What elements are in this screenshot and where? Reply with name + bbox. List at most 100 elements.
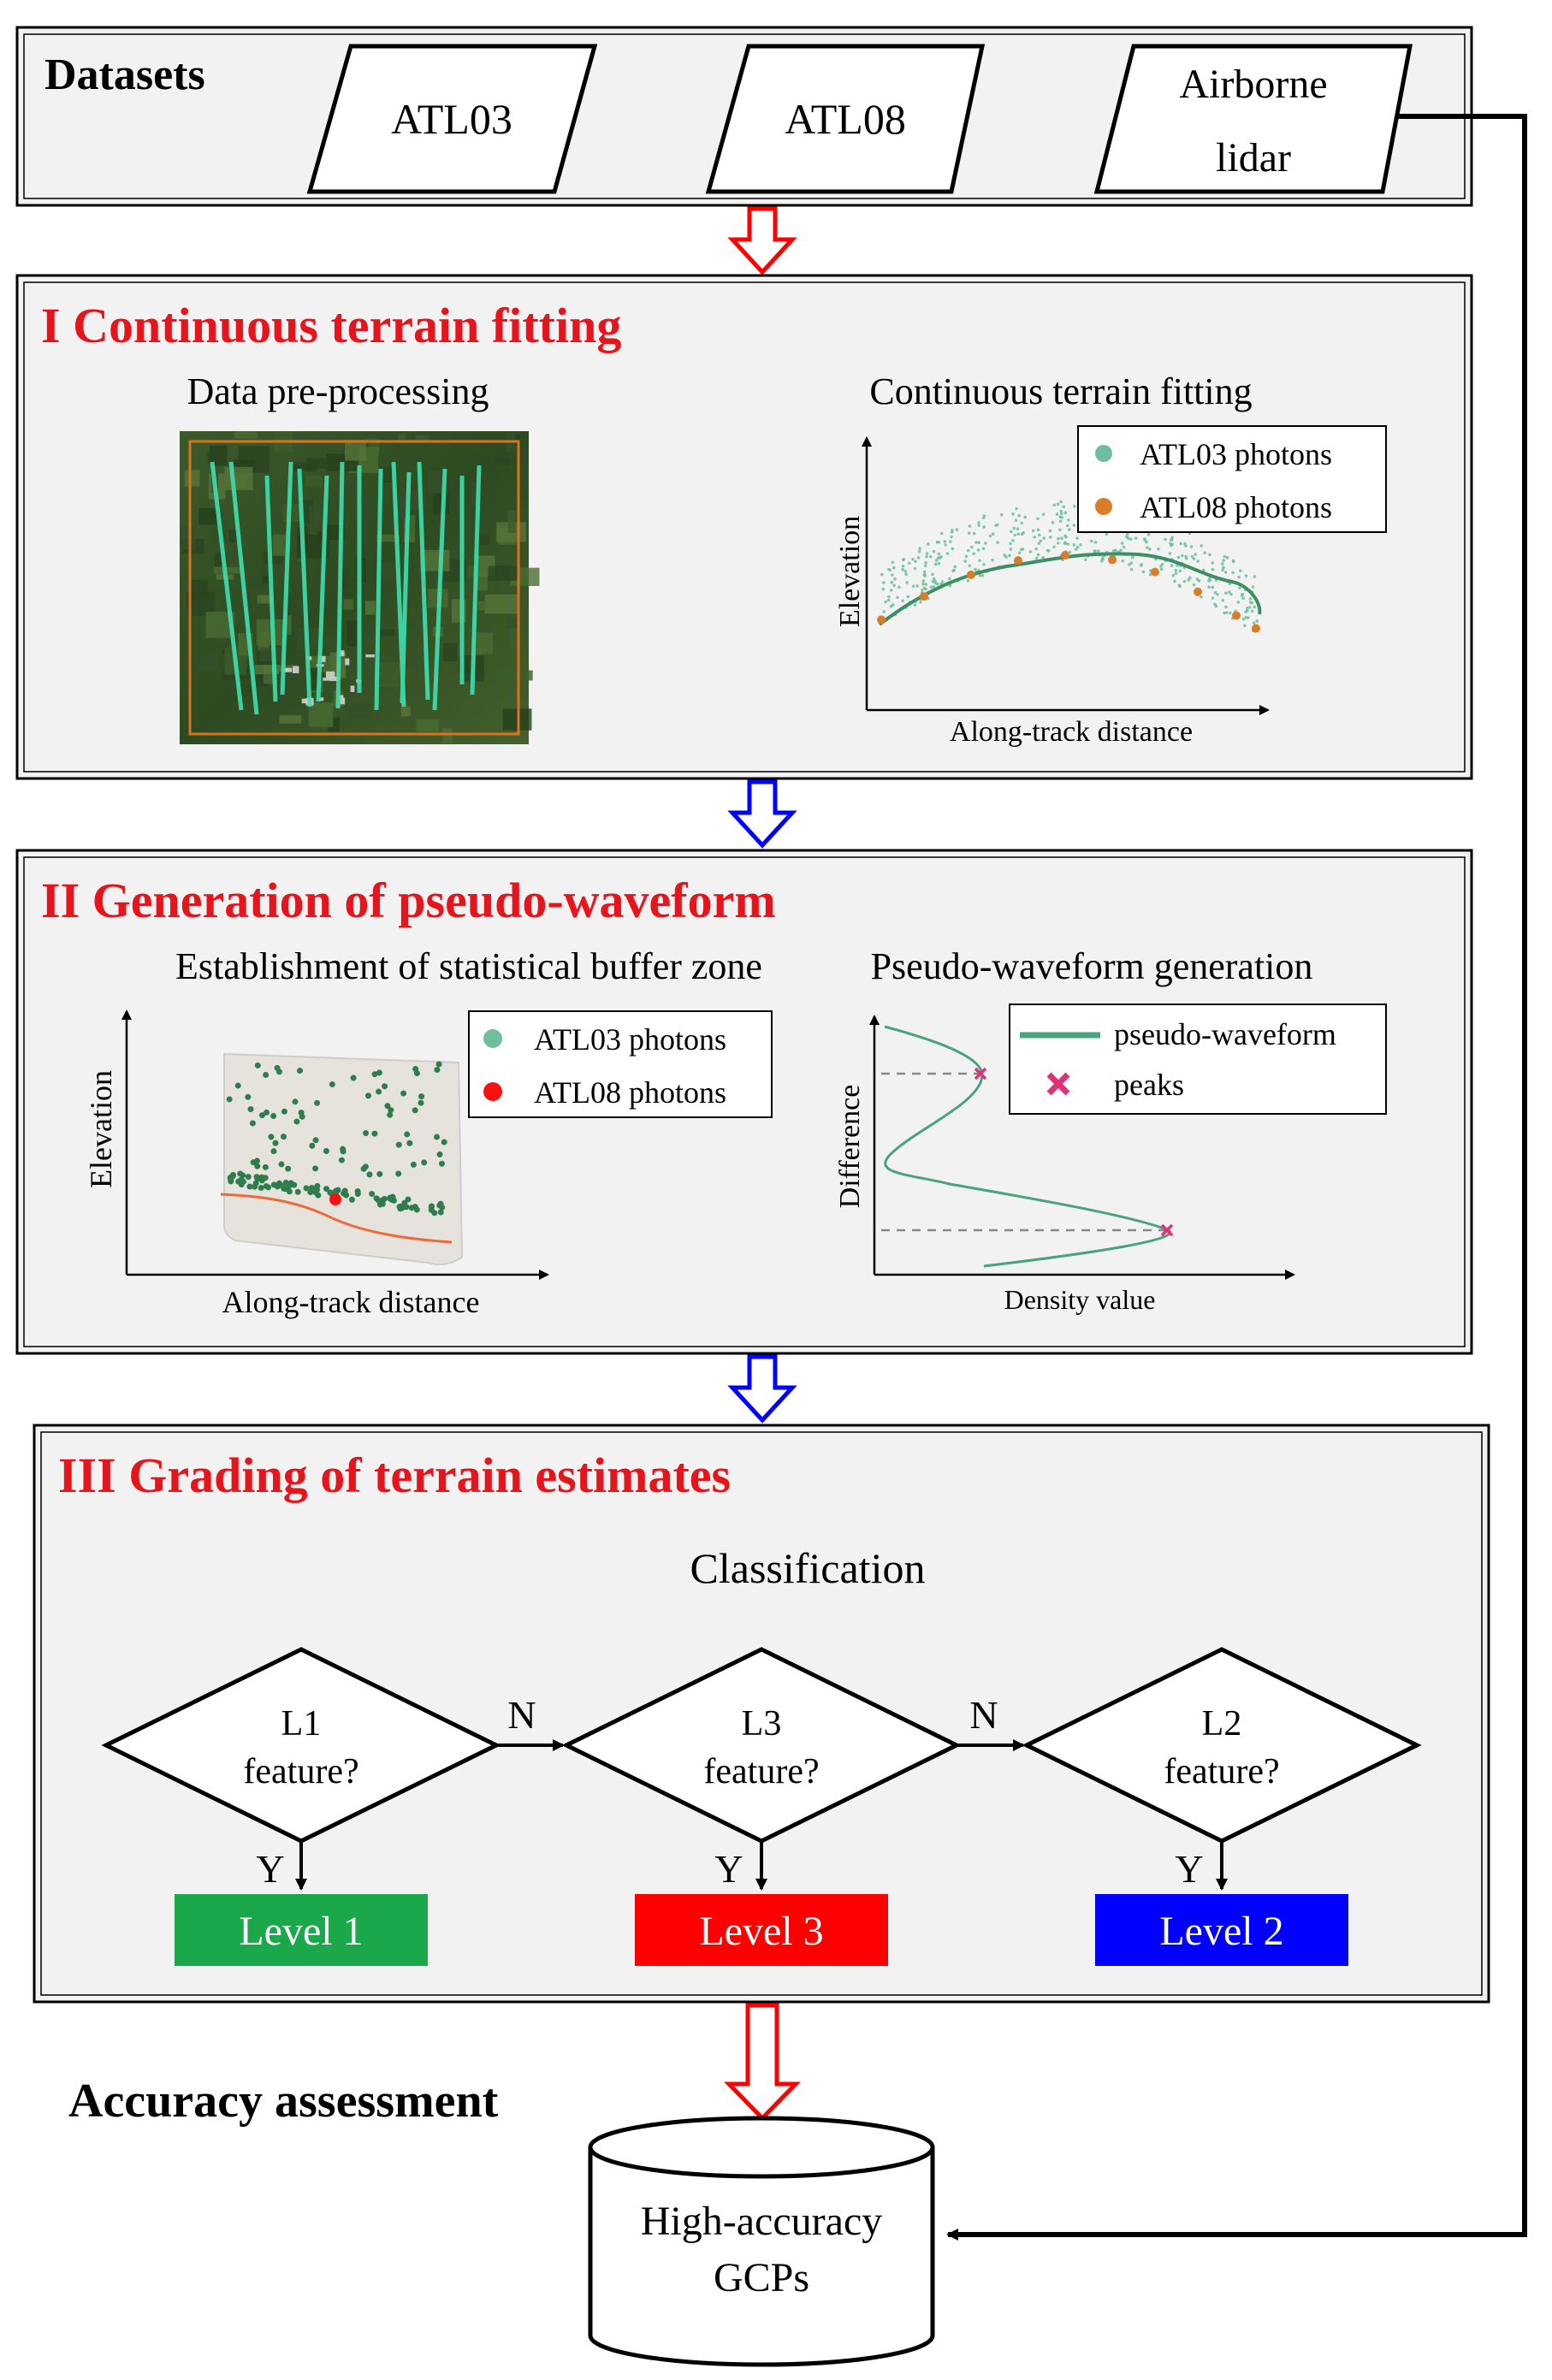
ground-photon xyxy=(397,1205,404,1212)
atl03-photon xyxy=(1055,512,1059,516)
atl03-photon xyxy=(436,1151,443,1157)
peak-marker-1 xyxy=(974,1067,987,1080)
ground-photon xyxy=(314,1187,321,1193)
atl03-photon xyxy=(362,1163,369,1170)
satellite-patch xyxy=(376,534,400,542)
plot2-lower-curve xyxy=(220,1193,453,1244)
atl03-photon xyxy=(972,552,976,556)
atl03-photon xyxy=(982,525,986,529)
atl03-photon xyxy=(1074,548,1078,551)
atl03-photon xyxy=(892,565,896,570)
atl03-photon xyxy=(1211,561,1215,565)
svg-text:Level 1: Level 1 xyxy=(239,1909,363,1954)
atl03-photon xyxy=(1222,559,1225,562)
atl03-photon xyxy=(1134,536,1138,540)
atl03-photon xyxy=(364,1092,371,1099)
svg-text:N: N xyxy=(969,1693,998,1737)
atl03-photon xyxy=(1211,567,1215,571)
ground-photon xyxy=(315,1192,322,1199)
svg-text:Level 3: Level 3 xyxy=(699,1909,823,1954)
satellite-patch xyxy=(375,629,395,636)
satellite-patch xyxy=(471,481,479,506)
atl03-photon xyxy=(293,1118,300,1125)
atl03-photon xyxy=(1057,541,1060,545)
atl03-photon xyxy=(1059,500,1063,504)
atl03-photon xyxy=(970,545,974,549)
plot1-terrain-curve xyxy=(878,552,1262,626)
atl03-photon xyxy=(400,1090,407,1097)
dataset-atl03: ATL03 xyxy=(306,44,598,194)
atl03-photon xyxy=(1228,611,1232,615)
atl03-photon xyxy=(1064,536,1068,539)
ground-photon xyxy=(413,1206,420,1213)
atl03-photon xyxy=(1063,511,1068,515)
atl08-photon xyxy=(1061,551,1069,560)
svg-text:Y: Y xyxy=(1175,1847,1203,1891)
atl03-photon xyxy=(1079,543,1082,547)
atl03-photon xyxy=(940,531,944,536)
atl03-photon xyxy=(366,1171,373,1178)
atl03-photon xyxy=(1124,535,1128,539)
satellite-patch xyxy=(180,525,196,550)
atl03-photon xyxy=(340,1146,347,1152)
atl08-photon xyxy=(1232,611,1241,620)
atl03-photon xyxy=(1066,542,1070,546)
svg-text:ATL03: ATL03 xyxy=(391,95,512,143)
atl03-photon xyxy=(903,570,908,573)
satellite-patch xyxy=(347,620,358,647)
atl03-photon xyxy=(889,589,893,592)
atl03-photon xyxy=(1188,576,1192,580)
atl03-photon xyxy=(1063,542,1067,546)
atl03-photon xyxy=(1174,568,1178,572)
ground-photon xyxy=(401,1199,408,1206)
airborne-to-gcp-connector xyxy=(946,114,1527,2241)
satellite-patch xyxy=(308,702,334,727)
atl03-photon xyxy=(1253,605,1257,609)
atl03-photon xyxy=(1020,521,1024,525)
atl08-photon xyxy=(1014,556,1022,565)
satellite-building xyxy=(350,685,355,692)
atl03-photon xyxy=(1236,601,1241,604)
satellite-patch xyxy=(234,431,258,439)
buffer-zone-plot: Along-track distance Elevation ATL03 pho… xyxy=(84,1009,773,1319)
satellite-patch xyxy=(184,470,200,487)
atl03-photon xyxy=(934,559,939,562)
atl03-photon xyxy=(1169,542,1172,545)
atl03-photon xyxy=(1253,575,1257,578)
atl03-photon xyxy=(1067,518,1070,522)
satellite-patch xyxy=(474,647,483,661)
atl03-photon xyxy=(892,603,895,607)
atl03-photon xyxy=(1126,532,1129,536)
atl03-photon xyxy=(262,1163,269,1170)
yes-arrow-1: Y xyxy=(256,1841,307,1891)
atl08-photon xyxy=(1108,555,1117,565)
section-2-title: II Generation of pseudo-waveform xyxy=(41,873,776,928)
satellite-tracks-image xyxy=(180,431,540,744)
atl03-photon xyxy=(1120,542,1124,545)
atl03-photon xyxy=(1119,548,1123,553)
atl03-photon xyxy=(1068,528,1071,531)
atl03-photon xyxy=(991,558,994,562)
atl03-photon xyxy=(948,540,952,543)
atl03-photon xyxy=(1168,552,1172,555)
atl03-photon xyxy=(891,573,894,577)
satellite-patch xyxy=(228,530,239,542)
legend-atl08-marker xyxy=(1095,498,1112,515)
atl03-photon xyxy=(404,1131,411,1138)
satellite-building xyxy=(339,650,345,656)
atl03-photon xyxy=(1011,538,1015,542)
atl03-photon xyxy=(923,573,927,577)
atl03-photon xyxy=(1060,512,1063,516)
atl03-photon xyxy=(1244,610,1247,614)
satellite-track xyxy=(374,468,383,711)
atl03-photon xyxy=(1211,596,1215,600)
atl03-photon xyxy=(1046,548,1050,553)
ground-photon xyxy=(258,1184,264,1191)
flow-arrow-3 xyxy=(727,1354,797,1424)
plot1-ylabel: Elevation xyxy=(834,516,866,627)
atl03-photon xyxy=(968,524,972,528)
atl03-photon xyxy=(1051,520,1055,524)
section-2-panel: II Generation of pseudo-waveform Establi… xyxy=(15,849,1473,1355)
atl03-photon xyxy=(1170,564,1174,568)
atl03-photon xyxy=(893,577,897,581)
